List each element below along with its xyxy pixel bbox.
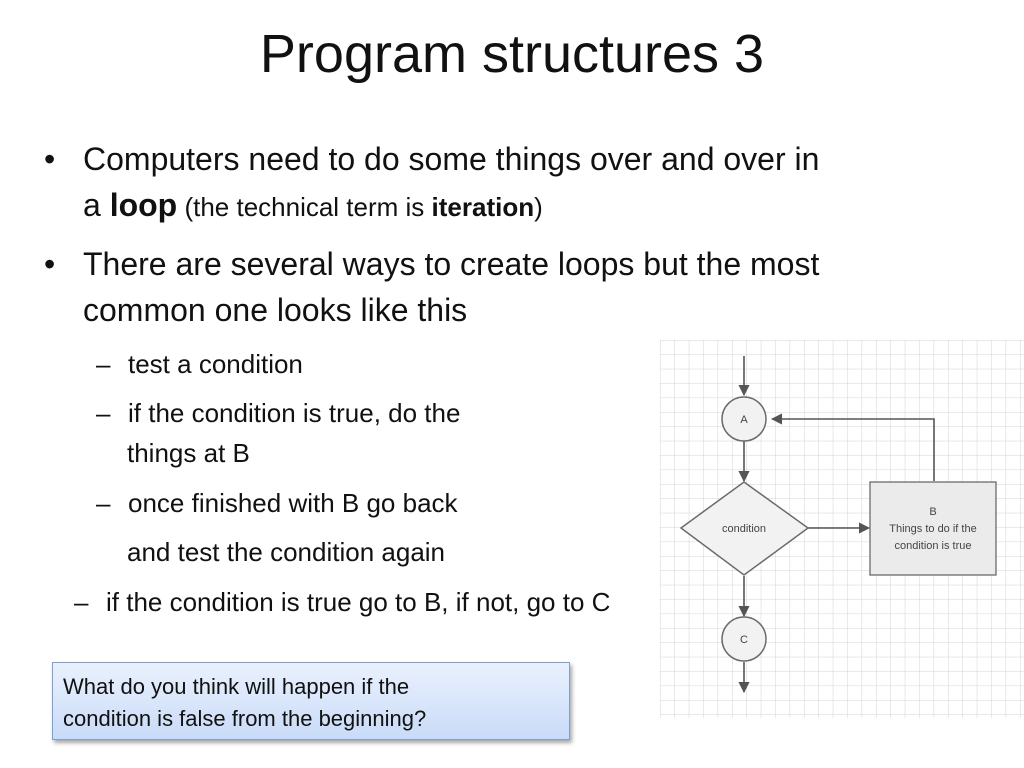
sub4-text: if the condition is true go to B, if not… [106,587,611,617]
sub1-text: test a condition [128,349,303,379]
dash-marker: – [96,488,111,518]
paren-post: ) [534,192,543,222]
box-b [869,481,997,576]
dash-marker: – [96,349,111,379]
bullet1-a: a [83,187,110,223]
bullet-marker: • [44,141,56,177]
loop-flowchart: A condition B Things to do if the condit… [660,340,1024,718]
bullet1-line2: a loop (the technical term is iteration) [83,182,819,228]
sub-bullet-true: –if the condition is true, do the [96,393,460,433]
sub2-line1: if the condition is true, do the [128,398,461,428]
sub3-line2: and test the condition again [127,537,446,567]
decision-diamond [679,481,810,576]
node-a-circle [721,396,767,442]
dash-marker: – [74,587,89,617]
bullet1-line1: Computers need to do some things over an… [83,141,820,177]
node-a-label: A [740,414,748,426]
question-callout: What do you think will happen if the con… [52,662,570,740]
sub-bullet-test: –test a condition [96,344,303,384]
paren-pre: (the technical term is [177,192,432,222]
sub3-line1: once finished with B go back [128,488,458,518]
bullet2-line2: common one looks like this [83,292,468,328]
box-b-line1: Things to do if the [889,523,976,535]
box-b-title: B [929,506,936,518]
bullet-marker: • [44,246,56,282]
question-line1: What do you think will happen if the [63,674,410,699]
sub-bullet-back: –once finished with B go back [96,483,458,523]
slide-title: Program structures 3 [259,24,765,84]
iteration-term: iteration [431,192,535,222]
sub2-line2: things at B [127,438,250,468]
sub-bullet-go: –if the condition is true go to B, if no… [74,582,610,622]
loop-term: loop [109,187,178,223]
decision-label: condition [722,523,766,535]
node-c-circle [721,616,767,662]
loop-back-arrow [770,413,935,481]
dash-marker: – [96,398,111,428]
question-line2: condition is false from the beginning? [63,706,427,731]
node-c-label: C [740,634,748,646]
box-b-line2: condition is true [894,540,971,552]
bullet2-line1: There are several ways to create loops b… [83,246,820,282]
